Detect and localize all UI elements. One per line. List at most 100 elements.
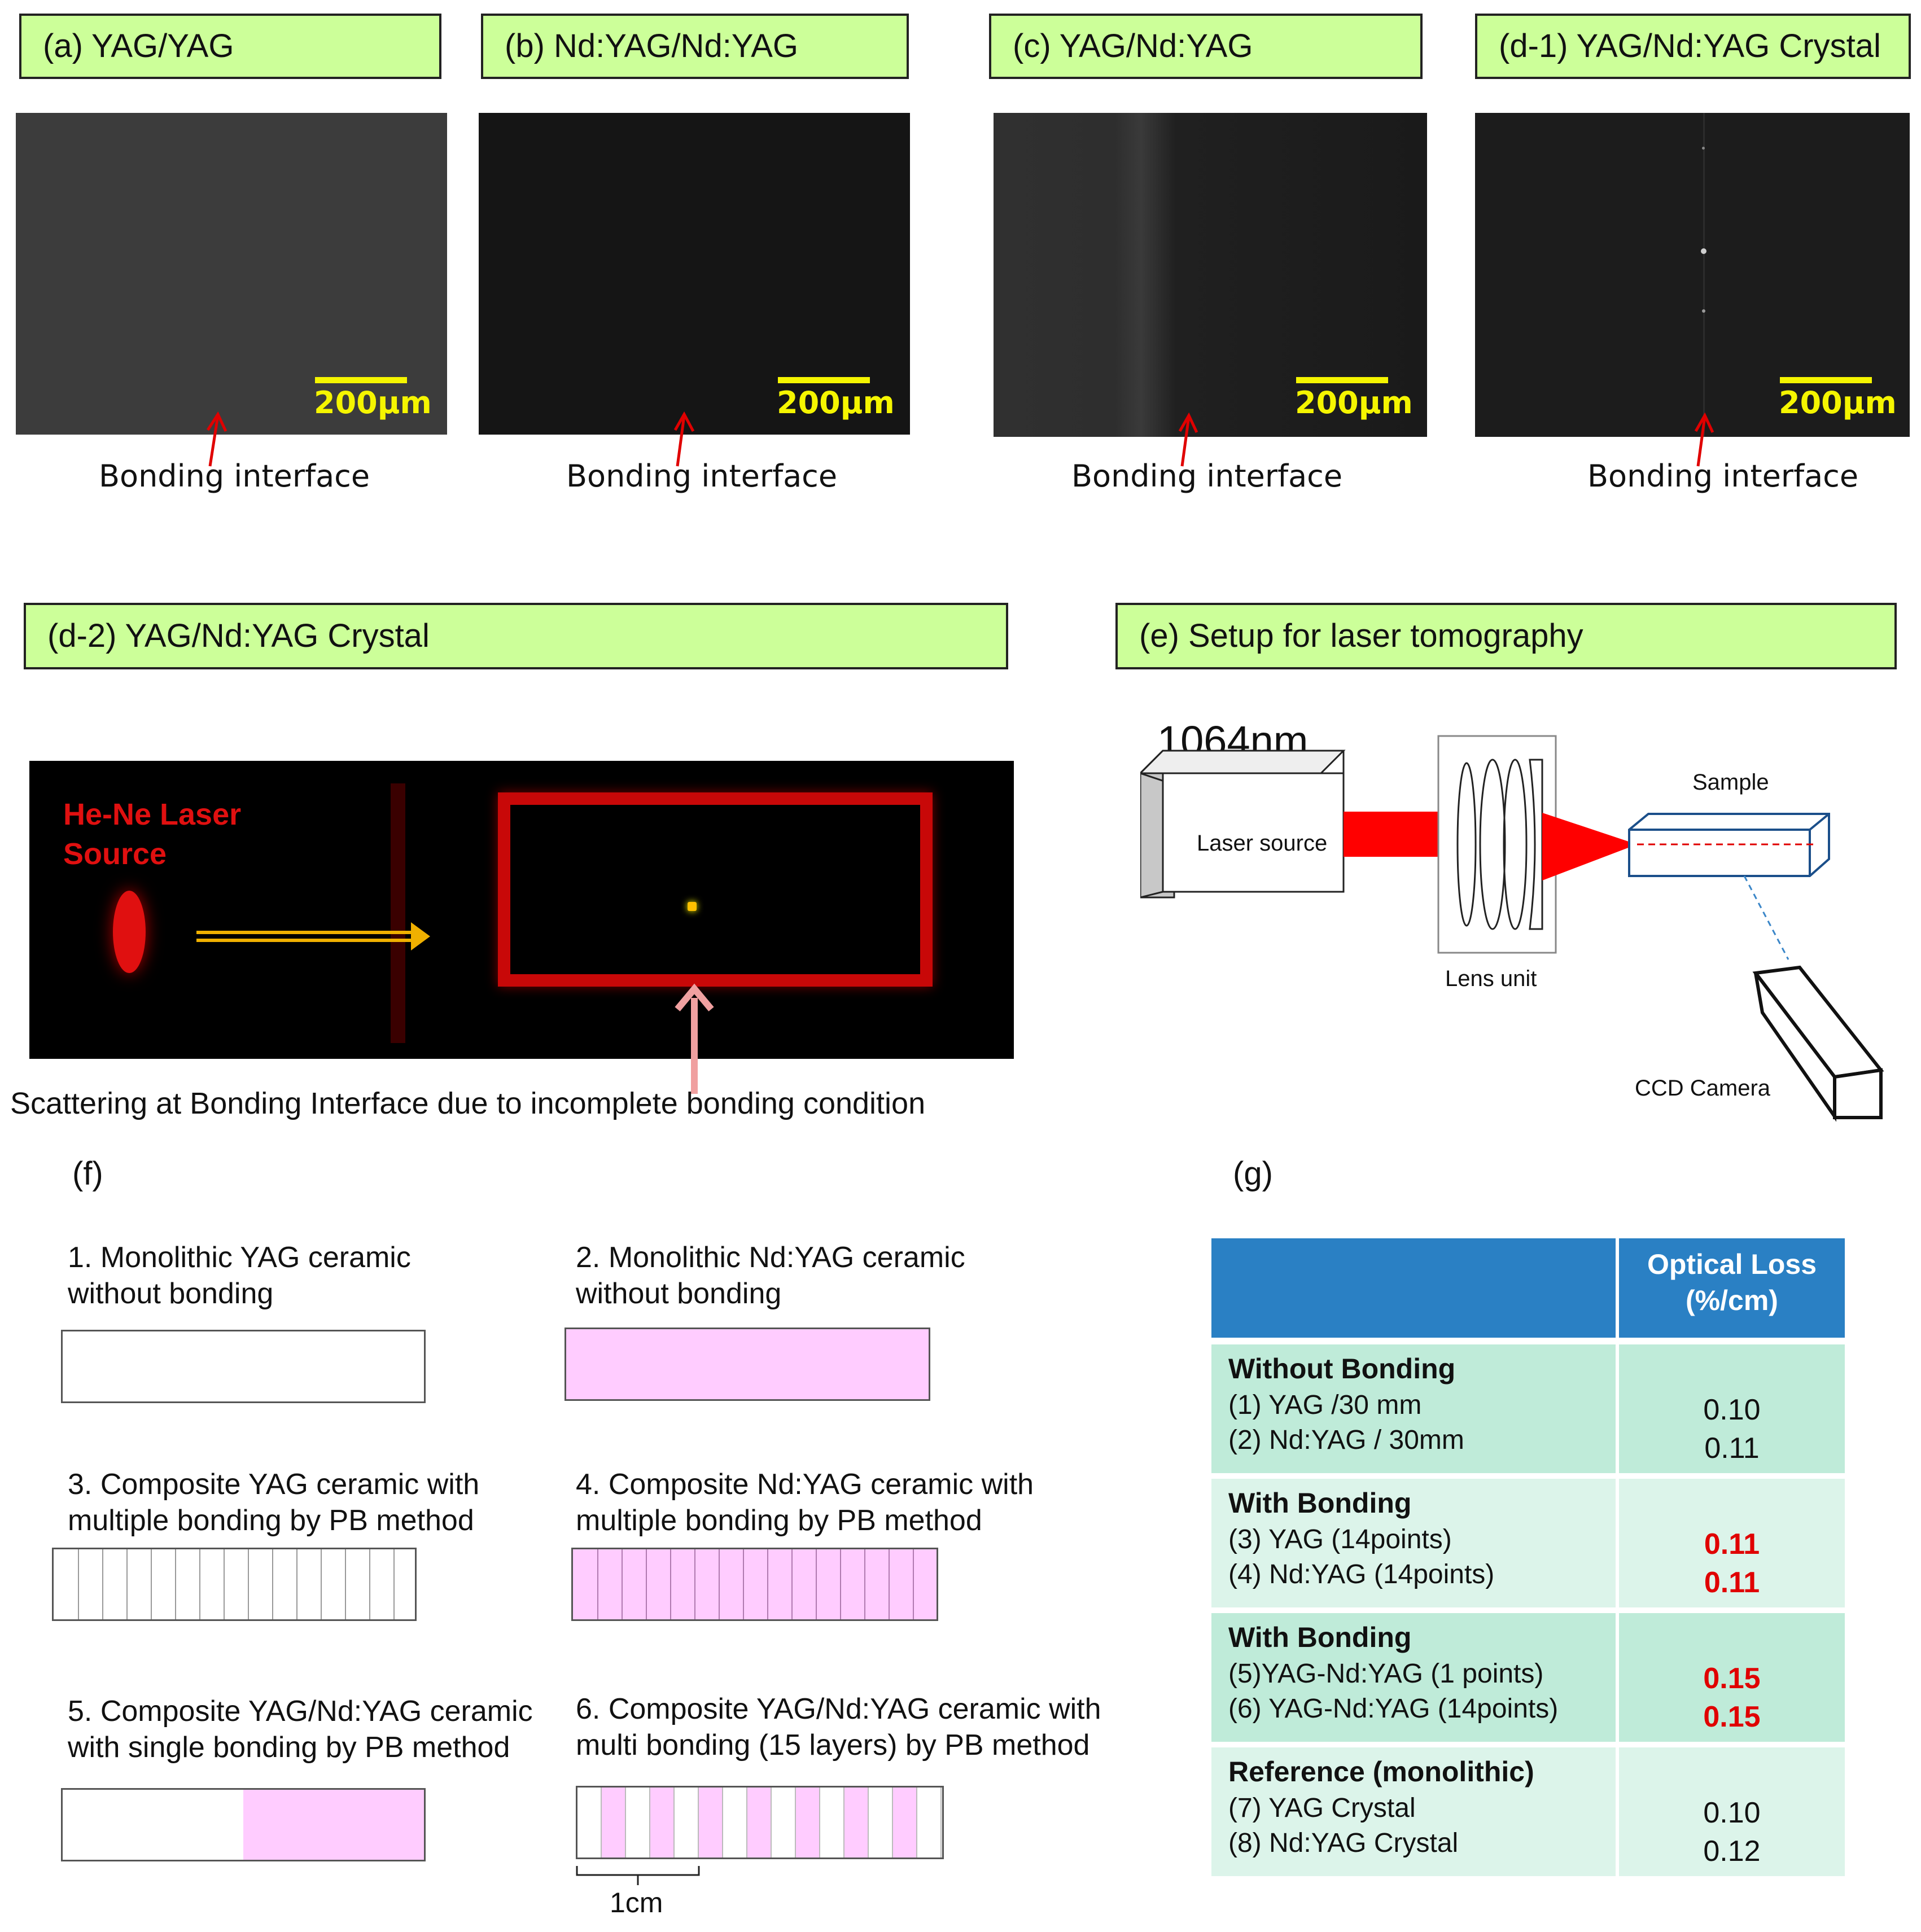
panel-a-title: (a) YAG/YAG bbox=[19, 14, 441, 79]
micrograph-a: 200μm bbox=[16, 113, 447, 435]
bond-line bbox=[224, 1549, 225, 1619]
table-row-label: Without Bonding (1) YAG /30 mm (2) Nd:YAG … bbox=[1211, 1344, 1616, 1473]
bond-line bbox=[393, 1549, 395, 1619]
laser-source-spot bbox=[113, 891, 146, 973]
bond-line bbox=[743, 1549, 744, 1619]
bond-line bbox=[597, 1549, 598, 1619]
layer bbox=[602, 1788, 626, 1857]
row-group-title: Reference (monolithic) bbox=[1228, 1756, 1534, 1788]
layer bbox=[772, 1788, 796, 1857]
optical-loss-value: 0.12 bbox=[1703, 1835, 1761, 1868]
layer bbox=[577, 1788, 602, 1857]
scatter-point bbox=[1702, 309, 1705, 313]
sample-6-box bbox=[576, 1786, 944, 1859]
layer bbox=[699, 1788, 723, 1857]
row-item: (8) Nd:YAG Crystal bbox=[1228, 1828, 1459, 1858]
table-row-value: 0.11 0.11 bbox=[1619, 1479, 1845, 1607]
scale-label: 200μm bbox=[777, 385, 895, 420]
laser-source-label: Laser source bbox=[1197, 831, 1328, 856]
layer bbox=[917, 1788, 942, 1857]
table-row-label: With Bonding(5)YAG-Nd:YAG (1 points)(6) … bbox=[1211, 1613, 1616, 1742]
bond-line bbox=[272, 1549, 273, 1619]
row-item: (5)YAG-Nd:YAG (1 points) bbox=[1228, 1659, 1544, 1689]
row-item: (2) Nd:YAG / 30mm bbox=[1228, 1425, 1464, 1455]
optical-loss-value: 0.11 bbox=[1704, 1528, 1760, 1561]
layer bbox=[796, 1788, 820, 1857]
optical-loss-value: 0.15 bbox=[1703, 1701, 1761, 1733]
micrograph-b: 200μm bbox=[479, 113, 910, 435]
layer bbox=[675, 1788, 699, 1857]
optical-loss-value: 0.11 bbox=[1704, 1566, 1760, 1599]
table-row-label: With Bonding(3) YAG (14points)(4) Nd:YAG… bbox=[1211, 1479, 1616, 1607]
panel-b-title: (b) Nd:YAG/Nd:YAG bbox=[481, 14, 909, 79]
bond-line bbox=[321, 1549, 322, 1619]
bond-line bbox=[840, 1549, 841, 1619]
row-group-title: With Bonding bbox=[1228, 1622, 1412, 1653]
sample-3-box bbox=[52, 1548, 417, 1621]
table-row-value: 0.10 0.12 bbox=[1619, 1747, 1845, 1876]
bonding-arrows bbox=[206, 411, 1714, 467]
ccd-camera-label: CCD Camera bbox=[1635, 1076, 1771, 1101]
bonding-interface-label-a: Bonding interface bbox=[99, 458, 370, 494]
sample-4-box bbox=[571, 1548, 938, 1621]
row-item: (1) YAG /30 mm bbox=[1228, 1390, 1422, 1420]
bond-line bbox=[345, 1549, 346, 1619]
bond-line bbox=[369, 1549, 370, 1619]
bond-line bbox=[296, 1549, 297, 1619]
bond-line bbox=[126, 1549, 128, 1619]
pink-arrow-tail bbox=[691, 1057, 698, 1094]
layer bbox=[869, 1788, 893, 1857]
bonding-interface-label-c: Bonding interface bbox=[1071, 458, 1343, 494]
optical-loss-value: 0.10 bbox=[1703, 1797, 1761, 1829]
panel-f-letter: (f) bbox=[72, 1155, 103, 1192]
scale-bar bbox=[778, 377, 870, 383]
d2-photo: He-Ne Laser Source bbox=[29, 761, 1014, 1059]
bonding-interface-label-b: Bonding interface bbox=[566, 458, 838, 494]
sample-1-box bbox=[61, 1330, 426, 1403]
panel-c-title: (c) YAG/Nd:YAG bbox=[989, 14, 1423, 79]
panel-d1-title: (d-1) YAG/Nd:YAG Crystal bbox=[1475, 14, 1911, 79]
interface-line bbox=[1703, 113, 1705, 437]
bond-line bbox=[151, 1549, 152, 1619]
layer bbox=[626, 1788, 650, 1857]
scale-bracket bbox=[576, 1866, 700, 1885]
bond-line bbox=[622, 1549, 623, 1619]
panel-e-title: (e) Setup for laser tomography bbox=[1115, 603, 1897, 669]
layer bbox=[820, 1788, 844, 1857]
scale-1cm-label: 1cm bbox=[610, 1887, 663, 1918]
row-item: (3) YAG (14points) bbox=[1228, 1524, 1452, 1554]
bond-line bbox=[864, 1549, 865, 1619]
bond-line bbox=[767, 1549, 768, 1619]
bond-line bbox=[694, 1549, 695, 1619]
scatter-point bbox=[1701, 248, 1706, 254]
table-header-optical-loss: Optical Loss (%/cm) bbox=[1619, 1238, 1845, 1338]
micrograph-c: 200μm bbox=[994, 113, 1427, 437]
bond-line bbox=[719, 1549, 720, 1619]
bond-line bbox=[248, 1549, 249, 1619]
table-row-label: Reference (monolithic)(7) YAG Crystal(8)… bbox=[1211, 1747, 1616, 1876]
layer bbox=[893, 1788, 917, 1857]
bond-line bbox=[670, 1549, 671, 1619]
scale-label: 200μm bbox=[1779, 385, 1897, 420]
d2-caption: Scattering at Bonding Interface due to i… bbox=[10, 1087, 926, 1120]
row-group-title: Without Bonding bbox=[1228, 1353, 1456, 1385]
bond-line bbox=[199, 1549, 200, 1619]
micrograph-d1: 200μm bbox=[1475, 113, 1910, 437]
scale-label: 200μm bbox=[314, 385, 432, 420]
optical-loss-value: 0.11 bbox=[1704, 1432, 1760, 1465]
bond-line bbox=[78, 1549, 79, 1619]
table-header-blank bbox=[1211, 1238, 1616, 1338]
bond-line bbox=[102, 1549, 103, 1619]
panel-d2-title: (d-2) YAG/Nd:YAG Crystal bbox=[24, 603, 1008, 669]
bond-line bbox=[913, 1549, 914, 1619]
crystal-frame bbox=[498, 792, 933, 987]
row-item: (4) Nd:YAG (14points) bbox=[1228, 1559, 1495, 1589]
bond-line bbox=[175, 1549, 176, 1619]
layer bbox=[650, 1788, 675, 1857]
bond-line bbox=[816, 1549, 817, 1619]
